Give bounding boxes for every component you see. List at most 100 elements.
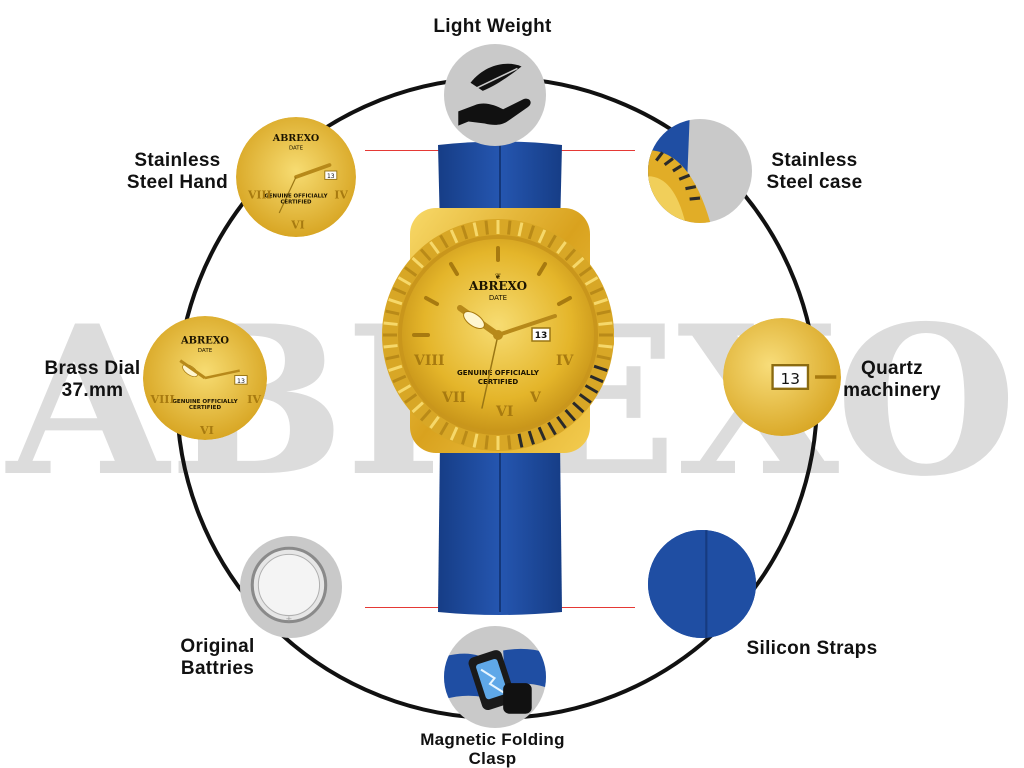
bezel-flute — [507, 435, 512, 450]
svg-text:V: V — [529, 390, 542, 406]
bezel-flute — [449, 229, 459, 244]
dial-line1: GENUINE OFFICIALLY — [457, 369, 540, 377]
stainless-case-thumb — [648, 119, 752, 223]
bezel-flute — [598, 321, 613, 326]
bezel-flute — [547, 421, 557, 436]
coin-battery-icon: + — [250, 546, 328, 624]
light-weight-label: Light Weight — [433, 16, 552, 37]
bezel-flute — [429, 415, 440, 429]
stainless-hand-line2: Steel Hand — [126, 172, 229, 193]
bezel-flute — [564, 248, 577, 261]
svg-text:ABREXO: ABREXO — [272, 133, 319, 144]
batteries-thumb: + — [240, 536, 342, 638]
svg-text:DATE: DATE — [198, 348, 213, 354]
svg-text:VI: VI — [495, 404, 513, 420]
bezel-flute — [578, 266, 592, 277]
bezel-flute — [439, 421, 449, 436]
bezel-flute — [564, 409, 577, 422]
bezel-flute — [484, 435, 489, 450]
bezel-flute — [388, 364, 403, 372]
bezel-flute — [411, 256, 424, 269]
stainless-case-line1: Stainless — [771, 150, 858, 171]
batteries-label: Original Battries — [155, 636, 280, 680]
light-weight-thumb — [444, 44, 546, 146]
dial-subtitle: DATE — [489, 294, 507, 302]
bezel-flute — [461, 430, 469, 445]
bezel-flute — [419, 248, 432, 261]
bezel-flute — [537, 426, 547, 441]
svg-text:CERTIFIED: CERTIFIED — [280, 199, 312, 205]
svg-text:VIII: VIII — [413, 353, 445, 369]
stainless-hand-thumb: ABREXO DATE 13 GENUINE OFFICIALLY CERTIF… — [236, 117, 356, 237]
bezel-flute — [589, 286, 604, 296]
clasp-line1: Magnetic Folding — [420, 730, 565, 749]
quartz-label: Quartz machinery — [836, 358, 948, 402]
svg-text:GENUINE OFFICIALLY: GENUINE OFFICIALLY — [264, 193, 327, 199]
dial-line2: CERTIFIED — [478, 378, 519, 386]
svg-text:DATE: DATE — [289, 145, 304, 151]
bezel-flute — [537, 229, 547, 244]
bezel-flute — [547, 234, 557, 249]
brass-dial-line2: 37.mm — [61, 380, 124, 401]
bezel-flute — [598, 344, 613, 349]
bezel-flute — [593, 364, 608, 372]
bezel-flute — [556, 415, 567, 429]
svg-text:VI: VI — [199, 424, 214, 437]
svg-text:CERTIFIED: CERTIFIED — [189, 405, 222, 411]
bezel-flute — [584, 384, 599, 394]
watch-product-image: ❦ ABREXO DATE GENUINE OFFICIALLY CERTIFI… — [382, 141, 614, 615]
svg-text:IV: IV — [247, 393, 261, 406]
brass-dial-thumb: ABREXO DATE 13 GENUINE OFFICIALLY CERTIF… — [143, 316, 267, 440]
bezel-flute — [385, 309, 400, 316]
svg-text:GENUINE OFFICIALLY: GENUINE OFFICIALLY — [172, 399, 238, 405]
svg-text:VIII: VIII — [149, 393, 174, 406]
quartz-line1: Quartz — [861, 358, 923, 379]
bezel-flute — [385, 354, 400, 361]
bezel-flute — [517, 433, 524, 448]
bezel-flute — [578, 393, 592, 404]
feather-hand-icon — [458, 63, 531, 126]
bezel-flute — [572, 401, 585, 414]
bezel-flute — [584, 276, 599, 286]
magnetic-clasp-icon — [444, 648, 546, 714]
bezel-flute — [527, 430, 535, 445]
svg-text:IV: IV — [334, 189, 348, 202]
bezel-flute — [383, 344, 398, 349]
svg-text:❦: ❦ — [495, 272, 502, 281]
bezel-flute — [596, 354, 611, 361]
stainless-case-label: Stainless Steel case — [752, 150, 877, 194]
bezel-flute — [449, 426, 459, 441]
bezel-flute — [484, 220, 489, 235]
dial-brand: ABREXO — [468, 279, 527, 293]
svg-text:IV: IV — [556, 353, 575, 369]
bezel-flute — [411, 401, 424, 414]
bezel-flute — [527, 225, 535, 240]
bezel-flute — [461, 225, 469, 240]
straps-thumb — [648, 530, 756, 638]
dial-date: 13 — [535, 331, 548, 341]
batteries-line1: Original — [180, 636, 255, 657]
bezel-flute — [392, 286, 407, 296]
brass-dial-line1: Brass Dial — [44, 358, 141, 379]
bezel-flute — [404, 266, 418, 277]
brass-dial-label: Brass Dial 37.mm — [30, 358, 155, 402]
bezel-flute — [517, 222, 524, 237]
svg-text:VI: VI — [290, 219, 304, 232]
clasp-label: Magnetic Folding Clasp — [400, 730, 585, 768]
stainless-hand-line1: Stainless — [134, 150, 221, 171]
bezel-flute — [596, 309, 611, 316]
svg-text:VIII: VIII — [247, 189, 272, 202]
svg-text:13: 13 — [327, 173, 335, 180]
quartz-line2: machinery — [843, 380, 941, 401]
stainless-case-line2: Steel case — [766, 172, 863, 193]
clasp-line2: Clasp — [468, 749, 517, 768]
bezel-flute — [429, 241, 440, 255]
bezel-flute — [472, 222, 479, 237]
bezel-flute — [397, 384, 412, 394]
bezel-flute — [593, 298, 608, 306]
bezel-flute — [388, 298, 403, 306]
svg-text:ABREXO: ABREXO — [180, 335, 229, 346]
bezel-flute — [507, 220, 512, 235]
svg-text:13: 13 — [781, 370, 801, 388]
bezel-flute — [392, 374, 407, 384]
